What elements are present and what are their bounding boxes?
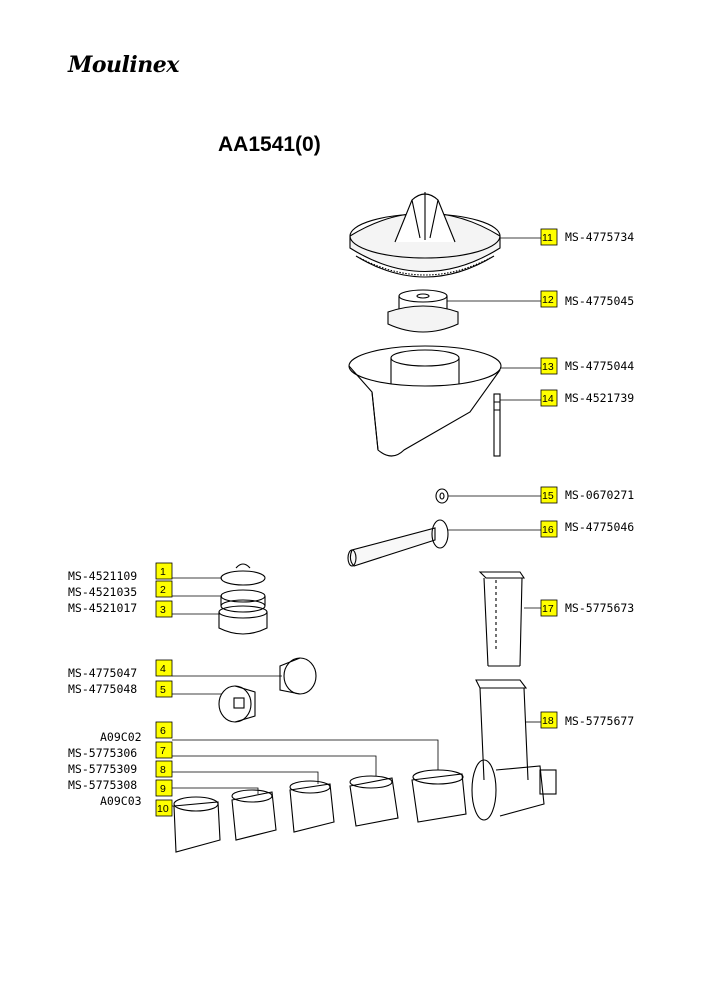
callout-number: 11 [542,232,553,244]
callout-number: 15 [542,490,554,502]
part-illustration-disc-stack [218,563,268,635]
callout-12: 12 MS-4775045 [540,290,634,308]
part-reference: MS-4775048 [68,682,137,696]
part-reference: MS-4775734 [565,230,634,244]
callout-number: 4 [160,663,166,675]
callout-17: 17 MS-5775673 [540,599,634,617]
callout-11: 11 MS-4775734 [540,228,634,246]
part-reference: MS-0670271 [565,488,634,502]
part-illustration-adapter [387,289,459,333]
callout-8: 8 MS-5775309 [68,760,173,778]
callout-6: 6 A09C02 [100,721,173,744]
part-illustration-drum-holders [218,657,317,723]
callout-number: 6 [160,725,166,737]
leader-lines [172,237,541,807]
part-reference: MS-4775046 [565,520,634,534]
callout-7: 7 MS-5775306 [68,741,173,760]
part-illustration-grater-drums [173,769,467,853]
callout-5: 5 MS-4775048 [68,680,173,698]
part-reference: MS-4521017 [68,601,137,615]
part-reference: MS-5775309 [68,762,137,776]
part-reference: A09C03 [100,794,142,808]
callout-number: 8 [160,764,166,776]
callout-13: 13 MS-4775044 [540,357,634,375]
callout-14: 14 MS-4521739 [540,389,634,407]
callout-number: 9 [160,783,166,795]
part-illustration-reamer [349,192,501,278]
callout-15: 15 MS-0670271 [540,486,634,504]
callout-4: 4 MS-4775047 [68,659,173,680]
callout-number: 12 [542,294,554,306]
callout-number: 10 [157,803,169,815]
part-reference: MS-5775306 [68,746,137,760]
callout-2: 2 MS-4521035 [68,580,173,599]
part-reference: MS-4521109 [68,569,137,583]
part-illustration-pusher [347,519,449,567]
part-reference: MS-4775047 [68,666,137,680]
brand-logo: Moulinex [68,52,179,78]
part-reference: MS-5775673 [565,601,634,615]
callout-1: 1 MS-4521109 [68,562,173,583]
callout-16: 16 MS-4775046 [540,520,634,538]
callout-number: 13 [542,361,554,373]
part-illustration-feed-tube [478,571,526,667]
callout-10: 10 A09C03 [100,794,173,817]
callout-number: 18 [542,715,554,727]
part-reference: MS-4521739 [565,391,634,405]
callout-number: 7 [160,745,166,757]
part-illustration-shaft [493,393,501,457]
callout-18: 18 MS-5775677 [540,711,634,729]
callout-number: 3 [160,604,166,616]
part-reference: MS-5775308 [68,778,137,792]
part-illustration-juice-bowl [348,345,502,457]
part-illustration-housing [471,679,557,821]
part-illustration-nut [435,488,449,504]
callout-9: 9 MS-5775308 [68,778,173,797]
callout-number: 16 [542,524,554,536]
part-reference: A09C02 [100,730,142,744]
part-reference: MS-5775677 [565,714,634,728]
callout-number: 1 [160,566,166,578]
callout-3: 3 MS-4521017 [68,600,173,618]
model-title: AA1541(0) [218,133,321,156]
callout-number: 2 [160,584,166,596]
part-reference: MS-4521035 [68,585,137,599]
callout-number: 17 [542,603,554,615]
part-reference: MS-4775045 [565,294,634,308]
callout-number: 5 [160,684,166,696]
callout-number: 14 [542,393,554,405]
part-reference: MS-4775044 [565,359,634,373]
